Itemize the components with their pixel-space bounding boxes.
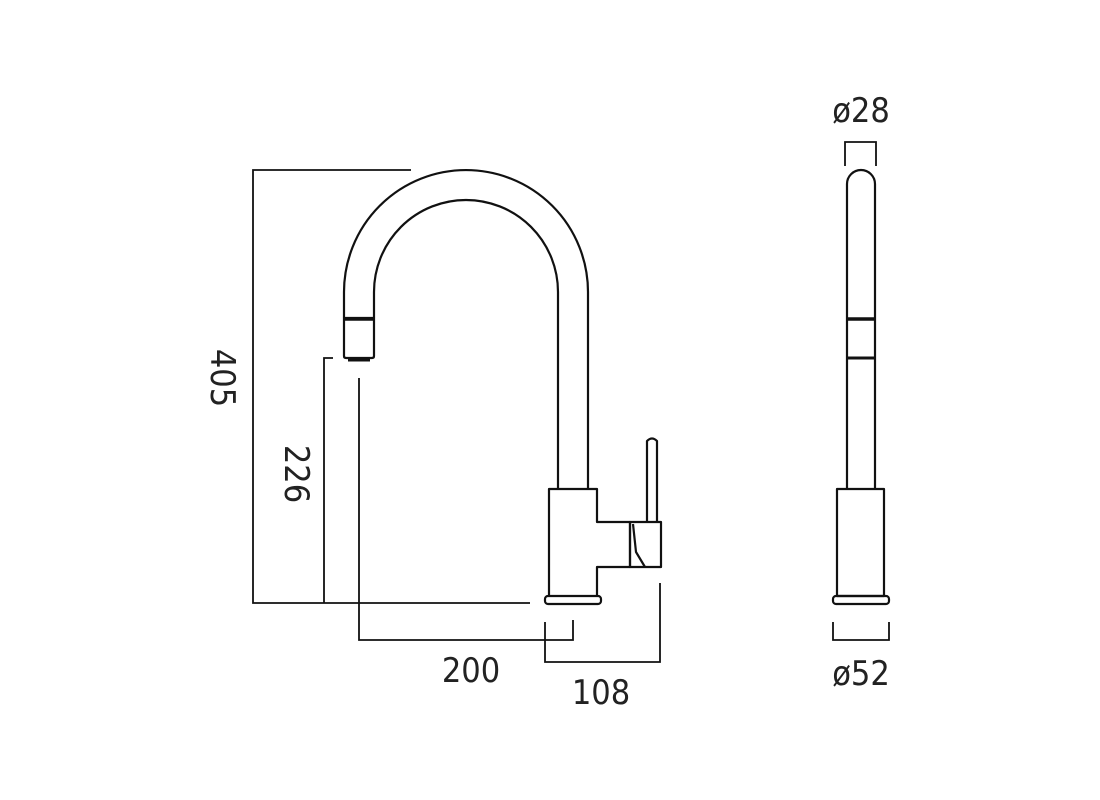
side-spout-outline (845, 168, 877, 489)
dimension-d28: ø28 (832, 91, 890, 166)
base-plate (543, 594, 603, 606)
dimension-label-108: 108 (572, 673, 630, 713)
dimension-label-405: 405 (202, 349, 242, 407)
dimension-label-226: 226 (276, 445, 316, 503)
front-view (342, 168, 663, 606)
side-base-plate (831, 594, 891, 606)
spout-nozzle (342, 316, 376, 362)
dimension-label-d52: ø52 (832, 654, 890, 694)
dimension-226: 226 (276, 357, 333, 603)
dimension-label-200: 200 (442, 651, 500, 691)
dimension-label-d28: ø28 (832, 91, 890, 131)
dimension-108: 108 (544, 583, 661, 713)
dimension-d52: ø52 (832, 622, 890, 694)
tap-body (547, 487, 632, 596)
dimension-405: 405 (202, 169, 530, 604)
side-view (831, 168, 891, 606)
spout-outline (342, 168, 590, 489)
side-tap-body (835, 487, 886, 598)
dimension-200: 200 (358, 378, 574, 691)
handle (628, 437, 663, 569)
